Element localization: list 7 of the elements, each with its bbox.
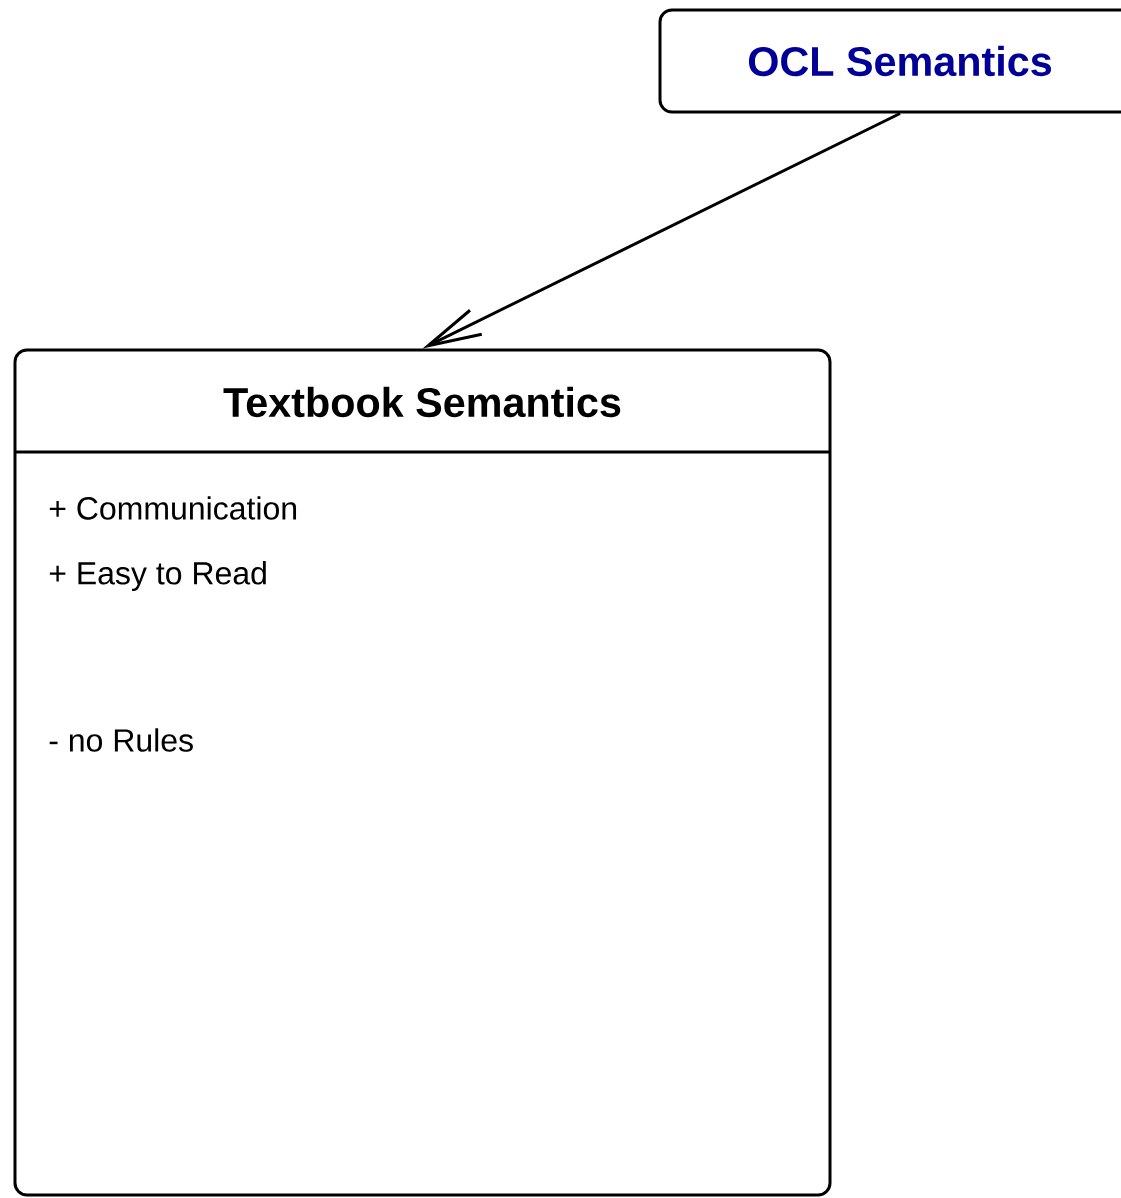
class-name: Textbook Semantics	[223, 386, 621, 418]
attribute-text: - no Rules	[49, 728, 193, 752]
class-box	[13, 348, 832, 1197]
attribute-text: + Communication	[49, 496, 296, 520]
title-box: OCL Semantics	[658, 8, 1121, 114]
arrow	[422, 112, 901, 349]
attribute-text: + Easy to Read	[49, 561, 266, 591]
